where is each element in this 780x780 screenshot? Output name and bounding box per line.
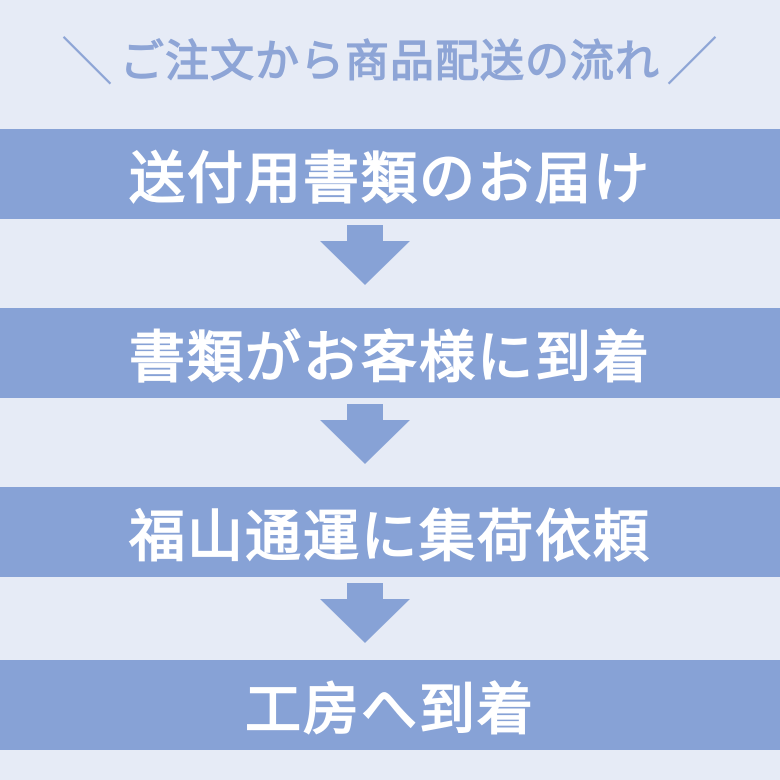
- step-2-label: 書類がお客様に到着: [129, 325, 651, 391]
- step-4-band: 工房へ到着: [0, 660, 780, 750]
- step-2-band: 書類がお客様に到着: [0, 308, 780, 398]
- step-3-label: 福山通運に集荷依頼: [129, 504, 651, 570]
- page-title: ＼ ご注文から商品配送の流れ ／: [0, 22, 780, 93]
- step-4-label: 工房へ到着: [245, 677, 535, 743]
- down-arrow-icon: [320, 583, 410, 643]
- step-1-band: 送付用書類のお届け: [0, 129, 780, 219]
- title-text: ご注文から商品配送の流れ: [120, 36, 660, 87]
- title-left-slash: ＼: [60, 32, 114, 93]
- step-3-band: 福山通運に集荷依頼: [0, 487, 780, 577]
- down-arrow-icon: [320, 404, 410, 464]
- down-arrow-icon: [320, 225, 410, 285]
- step-1-label: 送付用書類のお届け: [129, 146, 651, 212]
- title-right-slash: ／: [666, 32, 720, 93]
